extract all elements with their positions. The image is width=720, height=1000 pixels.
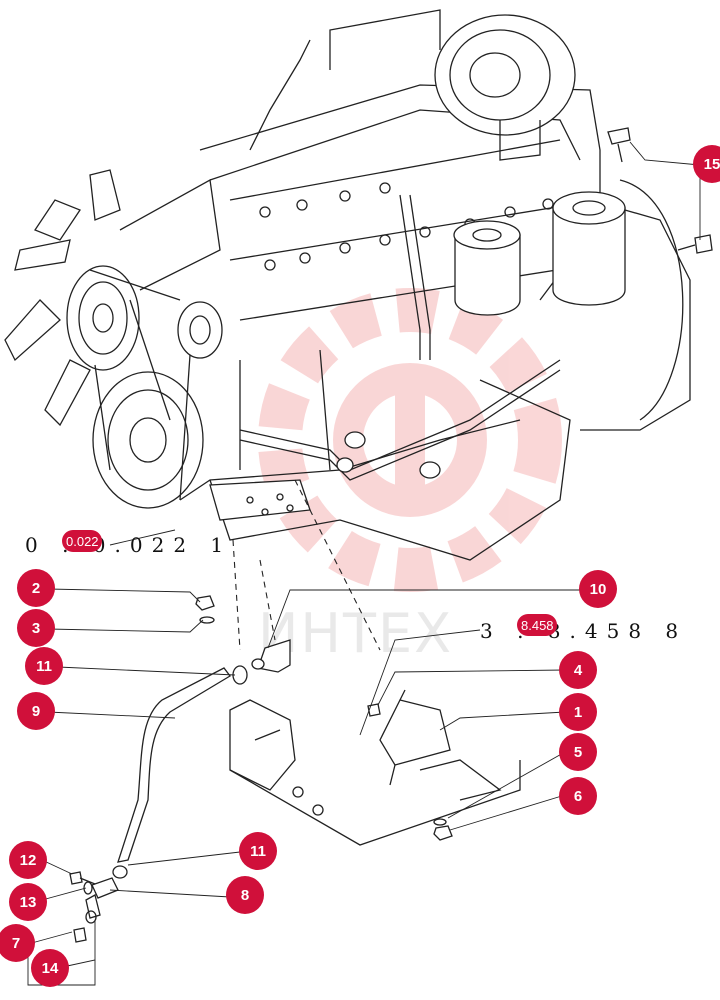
callout-label: 10 xyxy=(590,581,607,598)
screw-15 xyxy=(607,127,713,254)
nut-6 xyxy=(433,825,453,841)
callout-label: 13 xyxy=(20,894,37,911)
ref-engine[interactable]: 0 . 0.022 1 0.022 xyxy=(25,530,232,557)
callout-11-lower[interactable]: 11 xyxy=(239,832,277,870)
callout-4[interactable]: 4 xyxy=(559,651,597,689)
ref-engine-text: 0 . 0.022 1 xyxy=(25,533,232,557)
callout-7[interactable]: 7 xyxy=(0,924,35,962)
callout-15[interactable]: 15 xyxy=(693,145,720,183)
watermark-logo xyxy=(258,288,562,592)
callout-label: 9 xyxy=(32,703,40,720)
callout-label: 1 xyxy=(574,704,582,721)
pipes xyxy=(239,194,561,481)
callout-label: 11 xyxy=(36,658,52,675)
ref-bracket-badge xyxy=(517,614,557,636)
callout-label: 8 xyxy=(241,887,249,904)
callout-label: 5 xyxy=(574,744,582,761)
callout-label: 4 xyxy=(574,662,583,679)
callout-label: 3 xyxy=(32,620,40,637)
callout-13[interactable]: 13 xyxy=(9,883,47,921)
callout-9[interactable]: 9 xyxy=(17,692,55,730)
washer-5 xyxy=(433,818,447,826)
plug-part xyxy=(73,927,87,943)
nut-part xyxy=(195,595,215,624)
oil-filters xyxy=(453,191,626,316)
callout-5[interactable]: 5 xyxy=(559,733,597,771)
lower-parts xyxy=(69,595,521,943)
ref-engine-badge xyxy=(62,530,102,552)
callout-label: 15 xyxy=(704,156,720,173)
callout-10[interactable]: 10 xyxy=(579,570,617,608)
pulleys xyxy=(66,265,223,509)
ref-engine-badge-text: 0.022 xyxy=(66,534,99,549)
ref-bracket-text: 3 . 8.458 8 xyxy=(480,619,687,643)
callout-label: 7 xyxy=(12,935,20,952)
callout-8[interactable]: 8 xyxy=(226,876,264,914)
engine-illustration xyxy=(4,9,691,561)
ref-bracket[interactable]: 3 . 8.458 8 8.458 xyxy=(480,614,687,643)
callout-11[interactable]: 11 xyxy=(25,647,63,685)
hose xyxy=(117,667,231,863)
ref-bracket-badge-text: 8.458 xyxy=(521,618,554,633)
hose-clamp-top xyxy=(232,665,248,685)
callout-3[interactable]: 3 xyxy=(17,609,55,647)
callout-1[interactable]: 1 xyxy=(559,693,597,731)
callout-label: 11 xyxy=(250,843,266,860)
callout-2[interactable]: 2 xyxy=(17,569,55,607)
leader-lines xyxy=(27,141,701,986)
callout-14[interactable]: 14 xyxy=(31,949,69,987)
callout-12[interactable]: 12 xyxy=(9,841,47,879)
washer-part xyxy=(83,881,93,895)
callout-label: 14 xyxy=(42,960,59,977)
turbocharger xyxy=(249,9,576,161)
callout-label: 6 xyxy=(574,788,582,805)
tee-fitting xyxy=(85,877,119,919)
hose-clamp-bottom xyxy=(112,865,128,879)
callout-label: 12 xyxy=(20,852,37,869)
elbow-fitting xyxy=(251,639,291,673)
bolt-part xyxy=(69,871,96,885)
callout-label: 2 xyxy=(32,580,40,597)
frame-bracket xyxy=(229,689,521,846)
callout-6[interactable]: 6 xyxy=(559,777,597,815)
